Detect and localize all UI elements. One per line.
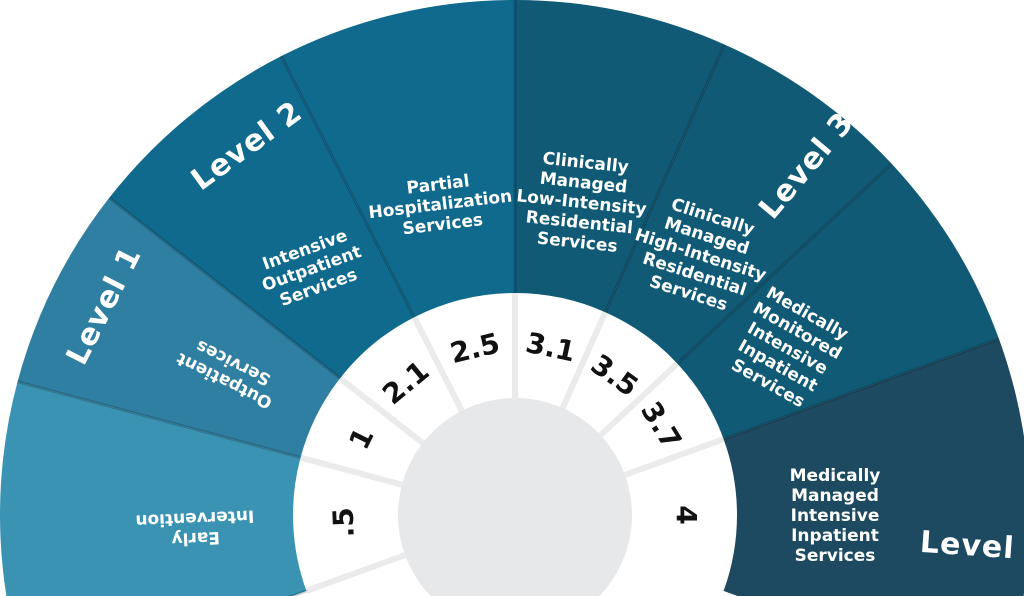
ring-segment (300, 378, 423, 485)
level-code: .5 (327, 507, 361, 539)
ring-segment (562, 312, 678, 436)
level-code: 4 (670, 505, 703, 524)
ring-segment (293, 457, 406, 591)
ring-segment (340, 317, 462, 443)
segment-3p7 (675, 163, 999, 440)
segment-2p5 (281, 0, 515, 319)
ring-segment (414, 293, 515, 411)
segment-2p1 (109, 56, 416, 380)
center-disc (398, 398, 632, 596)
service-label: ClinicallyManagedHigh-IntensityResidenti… (620, 187, 781, 324)
service-label: EarlyIntervention (135, 505, 256, 550)
service-label: IntensiveOutpatientServices (253, 223, 371, 315)
segment-4 (721, 338, 1024, 596)
segment-1 (17, 197, 342, 459)
code-ring (293, 293, 737, 594)
segment-p5 (0, 381, 309, 596)
segment-3p5 (604, 44, 892, 365)
segment-3p1 (515, 0, 725, 315)
ring-segment (624, 439, 737, 591)
ring-segment (600, 363, 724, 475)
ring-segment (515, 293, 606, 409)
